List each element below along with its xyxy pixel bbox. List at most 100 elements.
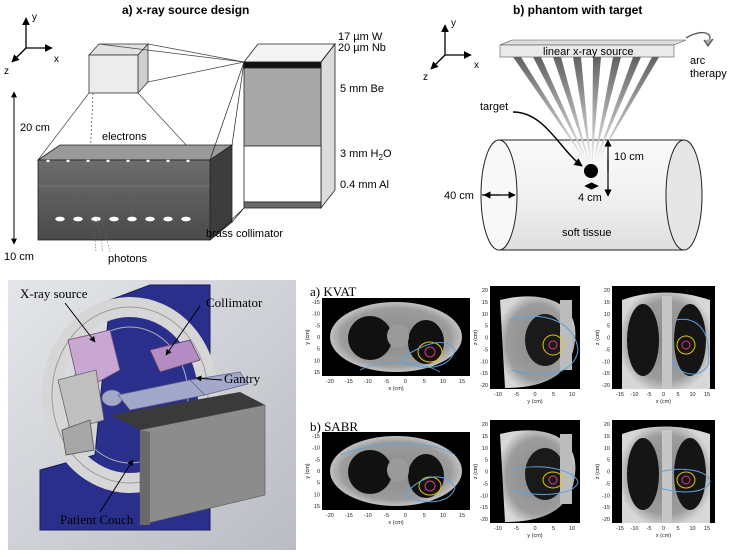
cor-kvat-ytick: 20 <box>604 288 610 294</box>
target-label: target <box>480 101 508 113</box>
cor-kvat-ytick: -15 <box>602 371 610 377</box>
gantry-label: Gantry <box>224 371 261 386</box>
sag-sabr-xtick: -10 <box>494 526 502 532</box>
photon-dotted-lines <box>67 162 133 253</box>
sag-kvat-ytick: 10 <box>482 312 488 318</box>
source-cube <box>88 42 149 95</box>
cor-kvat-ytick: 5 <box>607 324 610 330</box>
axial-sabr-xtick: 15 <box>459 513 465 519</box>
ct-coronal-kvat <box>612 286 715 389</box>
cor-sabr-xtick: -15 <box>616 526 624 532</box>
layer-nb-label: 20 µm Nb <box>338 42 386 54</box>
patient-couch <box>110 392 266 526</box>
axis-z-label-b: z <box>423 72 428 83</box>
sag-sabr-xlabel: y (cm) <box>527 533 542 539</box>
linear-source-bar <box>499 39 687 58</box>
cor-sabr-xtick: -10 <box>631 526 639 532</box>
cor-kvat-ytick: -20 <box>602 383 610 389</box>
axis-x-label-a: x <box>54 54 59 65</box>
brass-collimator-box <box>36 144 234 241</box>
sag-kvat-ytick: -15 <box>480 371 488 377</box>
cor-sabr-xtick: 5 <box>676 526 679 532</box>
axial-sabr-xtick: -20 <box>326 513 334 519</box>
axial-sabr-xtick: -10 <box>364 513 372 519</box>
axis-y-label-a: y <box>32 12 37 23</box>
ct-sagittal-kvat <box>490 286 580 389</box>
cor-sabr-ytick: 10 <box>604 446 610 452</box>
axial-kvat-xtick: 10 <box>440 379 446 385</box>
sag-kvat-xtick: 10 <box>569 392 575 398</box>
sag-kvat-ytick: 5 <box>485 324 488 330</box>
cor-kvat-xtick: -5 <box>647 392 652 398</box>
dim-4cm-label: 4 cm <box>578 192 602 204</box>
patient-couch-label: Patient Couch <box>60 512 134 527</box>
arc-therapy-line2: therapy <box>690 68 727 80</box>
sag-sabr-xtick: 10 <box>569 526 575 532</box>
axial-sabr-ytick: -10 <box>312 446 320 452</box>
cor-kvat-ytick: -10 <box>602 359 610 365</box>
axial-kvat-ytick: -10 <box>312 312 320 318</box>
axial-kvat-xtick: -15 <box>345 379 353 385</box>
cor-kvat-ytick: 10 <box>604 312 610 318</box>
axial-sabr-xlabel: x (cm) <box>388 520 403 526</box>
cor-sabr-xtick: 15 <box>704 526 710 532</box>
axial-kvat-xtick: 0 <box>404 379 407 385</box>
axial-kvat-xtick: -5 <box>384 379 389 385</box>
layer-h2o-sub: 2 <box>379 153 384 162</box>
axial-kvat-ytick: 5 <box>317 347 320 353</box>
axial-sabr-xtick: -15 <box>345 513 353 519</box>
axial-kvat-ytick: -15 <box>312 300 320 306</box>
cor-sabr-xlabel: x (cm) <box>656 533 671 539</box>
cor-sabr-xtick: 10 <box>689 526 695 532</box>
collimator-block <box>149 339 201 373</box>
axis-x-label-b: x <box>474 60 479 71</box>
panel-c-render: X-ray source Collimator Gantry Patient C… <box>8 280 296 550</box>
sag-kvat-ytick: -5 <box>483 347 488 353</box>
panel-d-ct: a) KVAT b) SABR <box>305 284 715 539</box>
axial-sabr-xtick: 10 <box>440 513 446 519</box>
xray-source-arm <box>57 329 121 456</box>
electrons-label: electrons <box>102 131 147 143</box>
sag-kvat-xtick: -10 <box>494 392 502 398</box>
layer-w-label: 17 µm W <box>338 31 383 43</box>
axial-sabr-xtick: 5 <box>423 513 426 519</box>
layer-h2o <box>243 145 322 203</box>
axial-kvat-ylabel: y (cm) <box>305 329 311 344</box>
sag-sabr-xtick: 5 <box>552 526 555 532</box>
dim-10cm-b-label: 10 cm <box>614 151 644 163</box>
panel-b: b) phantom with target y x z <box>423 3 727 251</box>
arc-arrow-icon <box>685 32 714 48</box>
sag-sabr-ytick: 20 <box>482 422 488 428</box>
collimator-label: Collimator <box>206 295 263 310</box>
zoom-lines <box>209 61 245 241</box>
arc-therapy-line1: arc <box>690 55 706 67</box>
axial-kvat-xtick: -20 <box>326 379 334 385</box>
cor-kvat-xtick: -15 <box>616 392 624 398</box>
sag-kvat-ytick: 0 <box>485 336 488 342</box>
electron-beam-lines <box>37 43 245 161</box>
ct-axial-sabr <box>322 432 470 510</box>
xray-source-label: X-ray source <box>20 286 88 301</box>
cor-sabr-ytick: -15 <box>602 505 610 511</box>
panel-b-title: b) phantom with target <box>513 3 642 17</box>
axial-sabr-ytick: 0 <box>317 469 320 475</box>
collimator-holes <box>45 159 192 222</box>
axial-kvat-ytick: 10 <box>314 358 320 364</box>
sag-sabr-ytick: -20 <box>480 517 488 523</box>
ct-coronal-sabr <box>612 420 715 523</box>
cor-kvat-xtick: -10 <box>631 392 639 398</box>
sag-kvat-xtick: 0 <box>533 392 536 398</box>
sag-sabr-xtick: 0 <box>533 526 536 532</box>
photons-label: photons <box>108 253 148 265</box>
axial-kvat-xtick: 5 <box>423 379 426 385</box>
cor-sabr-ytick: 0 <box>607 470 610 476</box>
sag-sabr-ytick: -5 <box>483 481 488 487</box>
sag-sabr-ytick: 15 <box>482 434 488 440</box>
cor-sabr-ytick: 15 <box>604 434 610 440</box>
ct-sagittal-sabr <box>490 420 580 523</box>
cor-sabr-ytick: 5 <box>607 458 610 464</box>
axis-y-label-b: y <box>451 18 456 29</box>
axial-sabr-xtick: -5 <box>384 513 389 519</box>
axial-sabr-ytick: 10 <box>314 492 320 498</box>
